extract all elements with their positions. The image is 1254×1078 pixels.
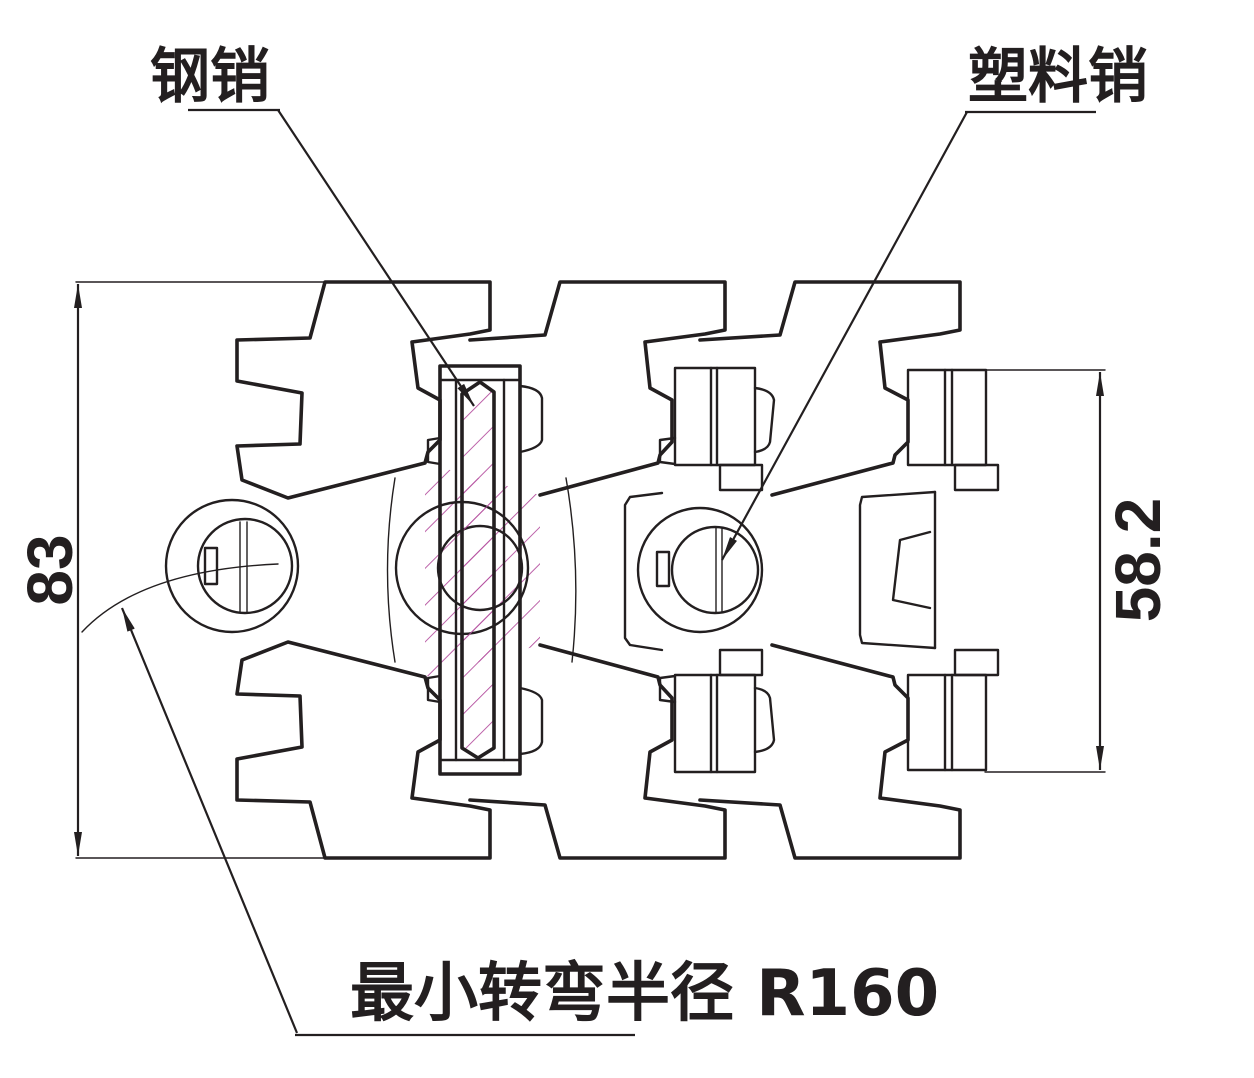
plastic-pin-hinge <box>623 491 764 652</box>
turn-radius-label: 最小转弯半径 R160 <box>350 957 939 1031</box>
right-end-hinge <box>858 490 937 650</box>
chain-bottom-half <box>235 640 1000 860</box>
left-hinge <box>164 498 300 634</box>
chain-top-half <box>235 280 1000 500</box>
steel-pin <box>460 380 496 760</box>
plastic-pin-callout: 塑料销 <box>721 42 1148 561</box>
steel-pin-label: 钢销 <box>150 42 270 112</box>
steel-pin-callout: 钢销 <box>150 42 475 407</box>
dimension-pin-span-value: 58.2 <box>1102 498 1174 623</box>
dimension-pin-span: 58.2 <box>984 369 1174 773</box>
turn-radius-callout: 最小转弯半径 R160 <box>81 563 939 1037</box>
steel-pin-hinge <box>386 364 577 776</box>
dimension-overall-width-value: 83 <box>14 534 86 605</box>
dimension-overall-width: 83 <box>14 281 326 859</box>
plastic-pin-label: 塑料销 <box>968 42 1148 112</box>
